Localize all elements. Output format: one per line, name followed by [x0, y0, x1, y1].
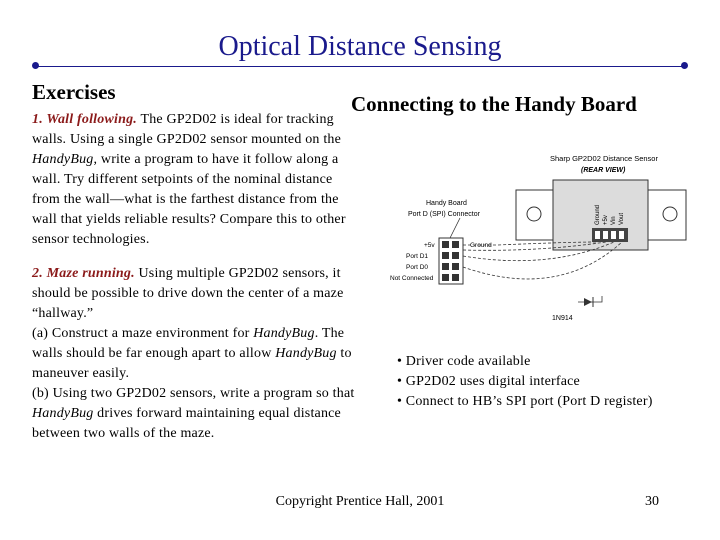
- exercise-2-paragraph: 2. Maze running. Using multiple GP2D02 s…: [32, 264, 367, 444]
- exercise-1-lead: 1. Wall following.: [32, 112, 137, 127]
- pin-label-port-d0: Port D0: [406, 264, 428, 271]
- exercise-1-handybug: HandyBug: [32, 152, 94, 167]
- wiring-diagram: Sharp GP2D02 Distance Sensor (REAR VIEW)…: [390, 154, 687, 322]
- exercise-2-lead: 2. Maze running.: [32, 266, 135, 281]
- bullet-item: • Driver code available: [397, 354, 531, 369]
- bullet-item: • Connect to HB’s SPI port (Port D regis…: [397, 394, 653, 409]
- exercise-2-intro: 2. Maze running. Using multiple GP2D02 s…: [32, 264, 367, 324]
- footer-copyright: Copyright Prentice Hall, 2001: [0, 494, 720, 510]
- part-b-text-2: drives forward maintaining equal distanc…: [32, 406, 341, 441]
- exercises-heading: Exercises: [32, 80, 116, 104]
- sensor-pin-ground: Ground: [595, 205, 601, 225]
- part-b-text: (b) Using two GP2D02 sensors, write a pr…: [32, 386, 355, 401]
- bullet-item: • GP2D02 uses digital interface: [397, 374, 580, 389]
- ground-label: Ground: [470, 242, 492, 249]
- key-points-list: • Driver code available • GP2D02 uses di…: [397, 352, 653, 412]
- part-a-text: (a) Construct a maze environment for: [32, 326, 254, 341]
- part-a-handybug: HandyBug: [253, 326, 315, 341]
- slide-title: Optical Distance Sensing: [218, 31, 502, 62]
- part-a-text-2: . The walls should be far enough apart t…: [32, 326, 345, 361]
- part-a-handybug-2: HandyBug: [275, 346, 337, 361]
- board-label: Handy Board: [426, 200, 467, 207]
- exercise-1-paragraph: 1. Wall following. The GP2D02 is ideal f…: [32, 110, 362, 250]
- sensor-title: Sharp GP2D02 Distance Sensor: [550, 154, 658, 163]
- exercise-2-text: Using multiple GP2D02 sensors, it should…: [32, 266, 344, 321]
- wires: [462, 241, 623, 280]
- sensor-pin-5v: +5v: [603, 215, 609, 225]
- copyright-text: Copyright Prentice Hall, 2001: [275, 494, 445, 509]
- page-number: 30: [645, 494, 659, 509]
- pin-label-not-connected: Not Connected: [390, 275, 434, 282]
- connect-heading: Connecting to the Handy Board: [351, 92, 637, 116]
- rear-view-label: (REAR VIEW): [581, 167, 626, 174]
- exercise-2-part-b: (b) Using two GP2D02 sensors, write a pr…: [32, 384, 367, 444]
- sensor-body: [515, 179, 687, 251]
- part-a-text-3: to maneuver easily.: [32, 346, 352, 381]
- exercise-1-text-2: , write a program to have it follow alon…: [32, 152, 346, 247]
- pin-label-port-d1: Port D1: [406, 253, 428, 260]
- pin-label-5v: +5v: [424, 242, 435, 249]
- part-b-handybug: HandyBug: [32, 406, 94, 421]
- sensor-pin-vin: Vin: [611, 216, 617, 225]
- connector-label: Port D (SPI) Connector: [408, 211, 481, 218]
- port-d-connector: [438, 237, 464, 285]
- exercise-1-text: The GP2D02 is ideal for tracking walls. …: [32, 112, 342, 147]
- title-underline: [35, 66, 685, 67]
- diode-label: 1N914: [552, 315, 573, 322]
- title-rule-right-dot: [681, 62, 688, 69]
- diode-1n914: [578, 296, 603, 307]
- title-rule-left-dot: [32, 62, 39, 69]
- sensor-pin-vout: Vout: [619, 213, 625, 225]
- exercise-2-part-a: (a) Construct a maze environment for Han…: [32, 324, 367, 384]
